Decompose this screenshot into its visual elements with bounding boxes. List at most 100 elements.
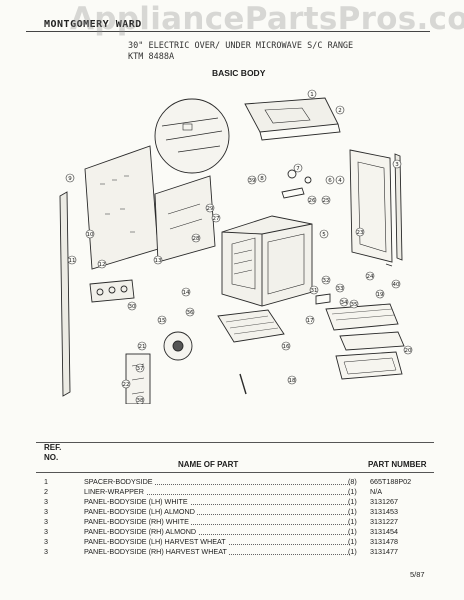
callout-20: 20 (403, 345, 413, 355)
svg-text:26: 26 (309, 198, 316, 204)
callout-24: 24 (365, 271, 375, 281)
callout-27: 27 (211, 213, 221, 223)
svg-text:23: 23 (357, 230, 364, 236)
callout-25: 25 (321, 195, 331, 205)
part-name: PANEL-BODYSIDE (RH) ALMOND (84, 527, 199, 536)
callout-6: 6 (325, 175, 335, 185)
part-quantity: (1) (348, 497, 357, 506)
ref-number: 3 (44, 547, 48, 556)
callout-23: 23 (355, 227, 365, 237)
svg-text:35: 35 (351, 302, 358, 308)
svg-text:7: 7 (296, 166, 300, 172)
detail-circle (154, 98, 230, 174)
header-rule (26, 31, 430, 32)
svg-text:1: 1 (310, 92, 314, 98)
left-bodyside-panel (84, 145, 159, 270)
svg-text:40: 40 (393, 282, 400, 288)
brand-name: MONTGOMERY WARD (44, 19, 142, 30)
svg-text:13: 13 (155, 258, 162, 264)
svg-text:17: 17 (307, 318, 314, 324)
svg-text:20: 20 (405, 348, 412, 354)
ref-number: 1 (44, 477, 48, 486)
small-part-detail (163, 331, 193, 361)
svg-text:5: 5 (322, 232, 326, 238)
table-top-rule (36, 442, 434, 443)
svg-text:9: 9 (68, 176, 72, 182)
callout-38: 38 (135, 395, 145, 404)
callout-15: 15 (157, 315, 167, 325)
part-number: 3131453 (370, 507, 398, 516)
callout-32: 32 (321, 275, 331, 285)
revision-date: 5/87 (410, 570, 425, 579)
callout-2: 2 (335, 105, 345, 115)
spacer-strip-left (59, 191, 71, 397)
svg-text:21: 21 (139, 344, 146, 350)
part-number: N/A (370, 487, 382, 496)
element-bracket-cluster (89, 279, 135, 303)
callout-28: 28 (191, 233, 201, 243)
callout-35: 35 (349, 299, 359, 309)
misc-small-parts (239, 169, 393, 395)
callout-5: 5 (319, 229, 329, 239)
svg-text:12: 12 (99, 262, 106, 268)
model-number: KTM 8488A (128, 52, 175, 62)
section-title: BASIC BODY (212, 68, 266, 78)
ref-number: 3 (44, 537, 48, 546)
rear-panel (154, 175, 216, 263)
table-header-rule (36, 472, 434, 473)
svg-text:33: 33 (337, 286, 344, 292)
svg-text:29: 29 (207, 206, 214, 212)
name-of-part-header: NAME OF PART (178, 460, 239, 469)
watermark: AppliancePartsPros.com (70, 1, 464, 37)
svg-text:14: 14 (183, 290, 190, 296)
part-number-header: PART NUMBER (368, 460, 427, 469)
model-description: 30" ELECTRIC OVER/ UNDER MICROWAVE S/C R… (128, 41, 354, 51)
callout-9: 9 (65, 173, 75, 183)
svg-text:2: 2 (338, 108, 342, 114)
callout-4: 4 (335, 175, 345, 185)
ref-number: 3 (44, 517, 48, 526)
part-number: 3131267 (370, 497, 398, 506)
callout-40: 40 (391, 279, 401, 289)
part-quantity: (1) (348, 547, 357, 556)
callout-30: 30 (127, 301, 137, 311)
part-name: PANEL-BODYSIDE (LH) WHITE (84, 497, 190, 506)
svg-text:15: 15 (159, 318, 166, 324)
part-quantity: (1) (348, 527, 357, 536)
callout-12: 12 (97, 259, 107, 269)
svg-text:27: 27 (213, 216, 220, 222)
callout-29: 29 (205, 203, 215, 213)
callout-33: 33 (335, 283, 345, 293)
broiler-pan (217, 309, 285, 343)
callout-31: 31 (309, 285, 319, 295)
part-quantity: (1) (348, 487, 357, 496)
callout-21: 21 (137, 341, 147, 351)
ref-header-line2: NO. (44, 453, 59, 462)
callout-16: 16 (281, 341, 291, 351)
callout-26: 26 (307, 195, 317, 205)
hinge-parts-box (125, 353, 151, 404)
svg-text:36: 36 (187, 310, 194, 316)
ref-header-line1: REF. (44, 443, 62, 452)
svg-text:32: 32 (323, 278, 330, 284)
part-quantity: (1) (348, 507, 357, 516)
oven-body (221, 215, 313, 307)
callout-37: 37 (135, 363, 145, 373)
svg-text:30: 30 (129, 304, 136, 310)
callout-39: 39 (247, 175, 257, 185)
part-quantity: (8) (348, 477, 357, 486)
ref-number: 2 (44, 487, 48, 496)
svg-text:39: 39 (249, 178, 256, 184)
callout-19: 19 (375, 289, 385, 299)
callout-34: 34 (339, 297, 349, 307)
part-name: SPACER-BODYSIDE (84, 477, 155, 486)
svg-text:6: 6 (328, 178, 332, 184)
svg-text:31: 31 (311, 288, 318, 294)
